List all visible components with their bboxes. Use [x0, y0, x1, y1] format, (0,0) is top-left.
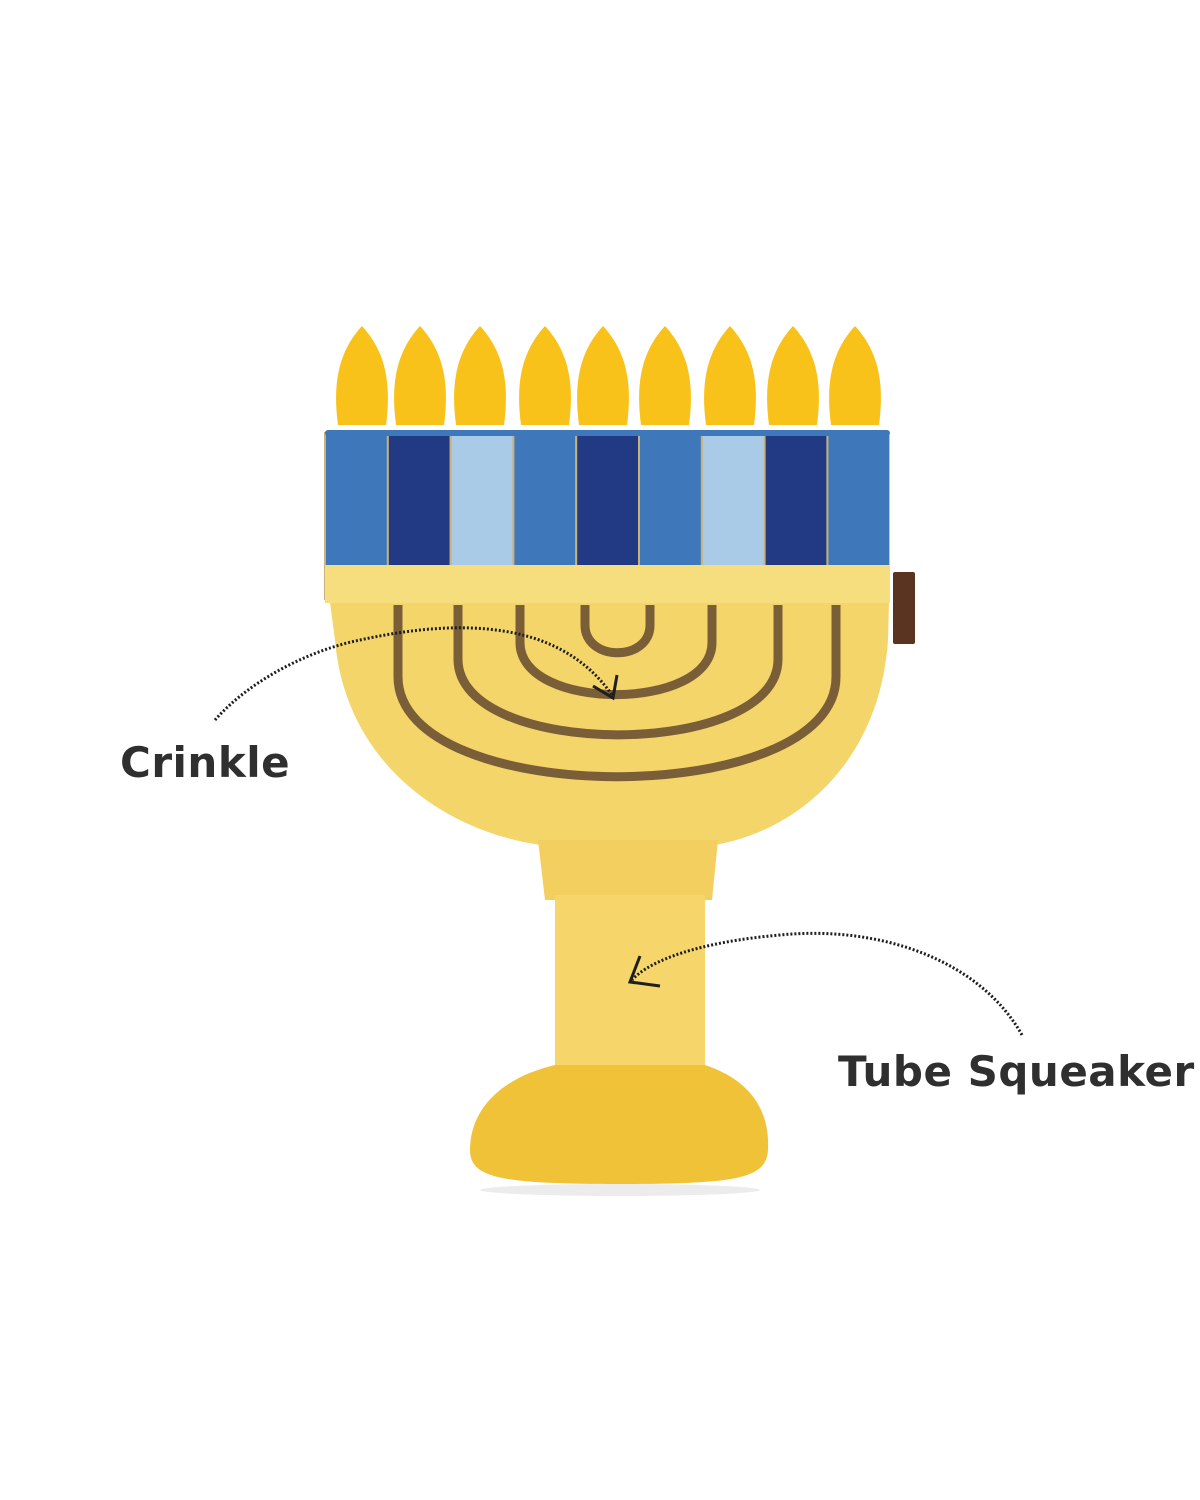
flame	[577, 326, 629, 425]
candle	[827, 432, 890, 570]
flame	[829, 326, 881, 425]
squeaker-arrow	[630, 931, 1024, 1036]
candle	[701, 432, 764, 570]
branch-arc	[453, 605, 783, 740]
flame	[454, 326, 506, 425]
callout-crinkle: Crinkle	[120, 738, 291, 787]
flame	[519, 326, 571, 425]
candle-top-edge	[325, 430, 890, 436]
candle	[387, 432, 450, 570]
crinkle-arrowhead-icon	[592, 674, 619, 701]
branch-arc	[393, 605, 841, 782]
candle	[513, 432, 576, 570]
crinkle-arrow	[213, 626, 614, 721]
cup-rim	[325, 565, 890, 603]
candle-flames	[336, 326, 881, 425]
brand-tag	[893, 572, 915, 644]
squeaker-arrowhead-icon	[627, 955, 661, 988]
branch-arc	[515, 605, 717, 699]
flame	[394, 326, 446, 425]
flame	[639, 326, 691, 425]
candle	[639, 432, 701, 570]
menorah-stem	[555, 895, 705, 1075]
candle	[764, 432, 827, 570]
foot-shadow	[480, 1184, 760, 1196]
menorah-neck	[538, 840, 718, 900]
candle	[325, 432, 387, 570]
candle	[576, 432, 639, 570]
menorah-cup	[325, 565, 890, 845]
flame	[336, 326, 388, 425]
candle	[450, 432, 513, 570]
callout-tube-squeaker: Tube Squeaker	[838, 1047, 1195, 1096]
flame	[767, 326, 819, 425]
menorah-foot	[470, 1065, 769, 1184]
flame	[704, 326, 756, 425]
branch-arcs	[393, 605, 841, 782]
branch-arc	[580, 605, 655, 658]
